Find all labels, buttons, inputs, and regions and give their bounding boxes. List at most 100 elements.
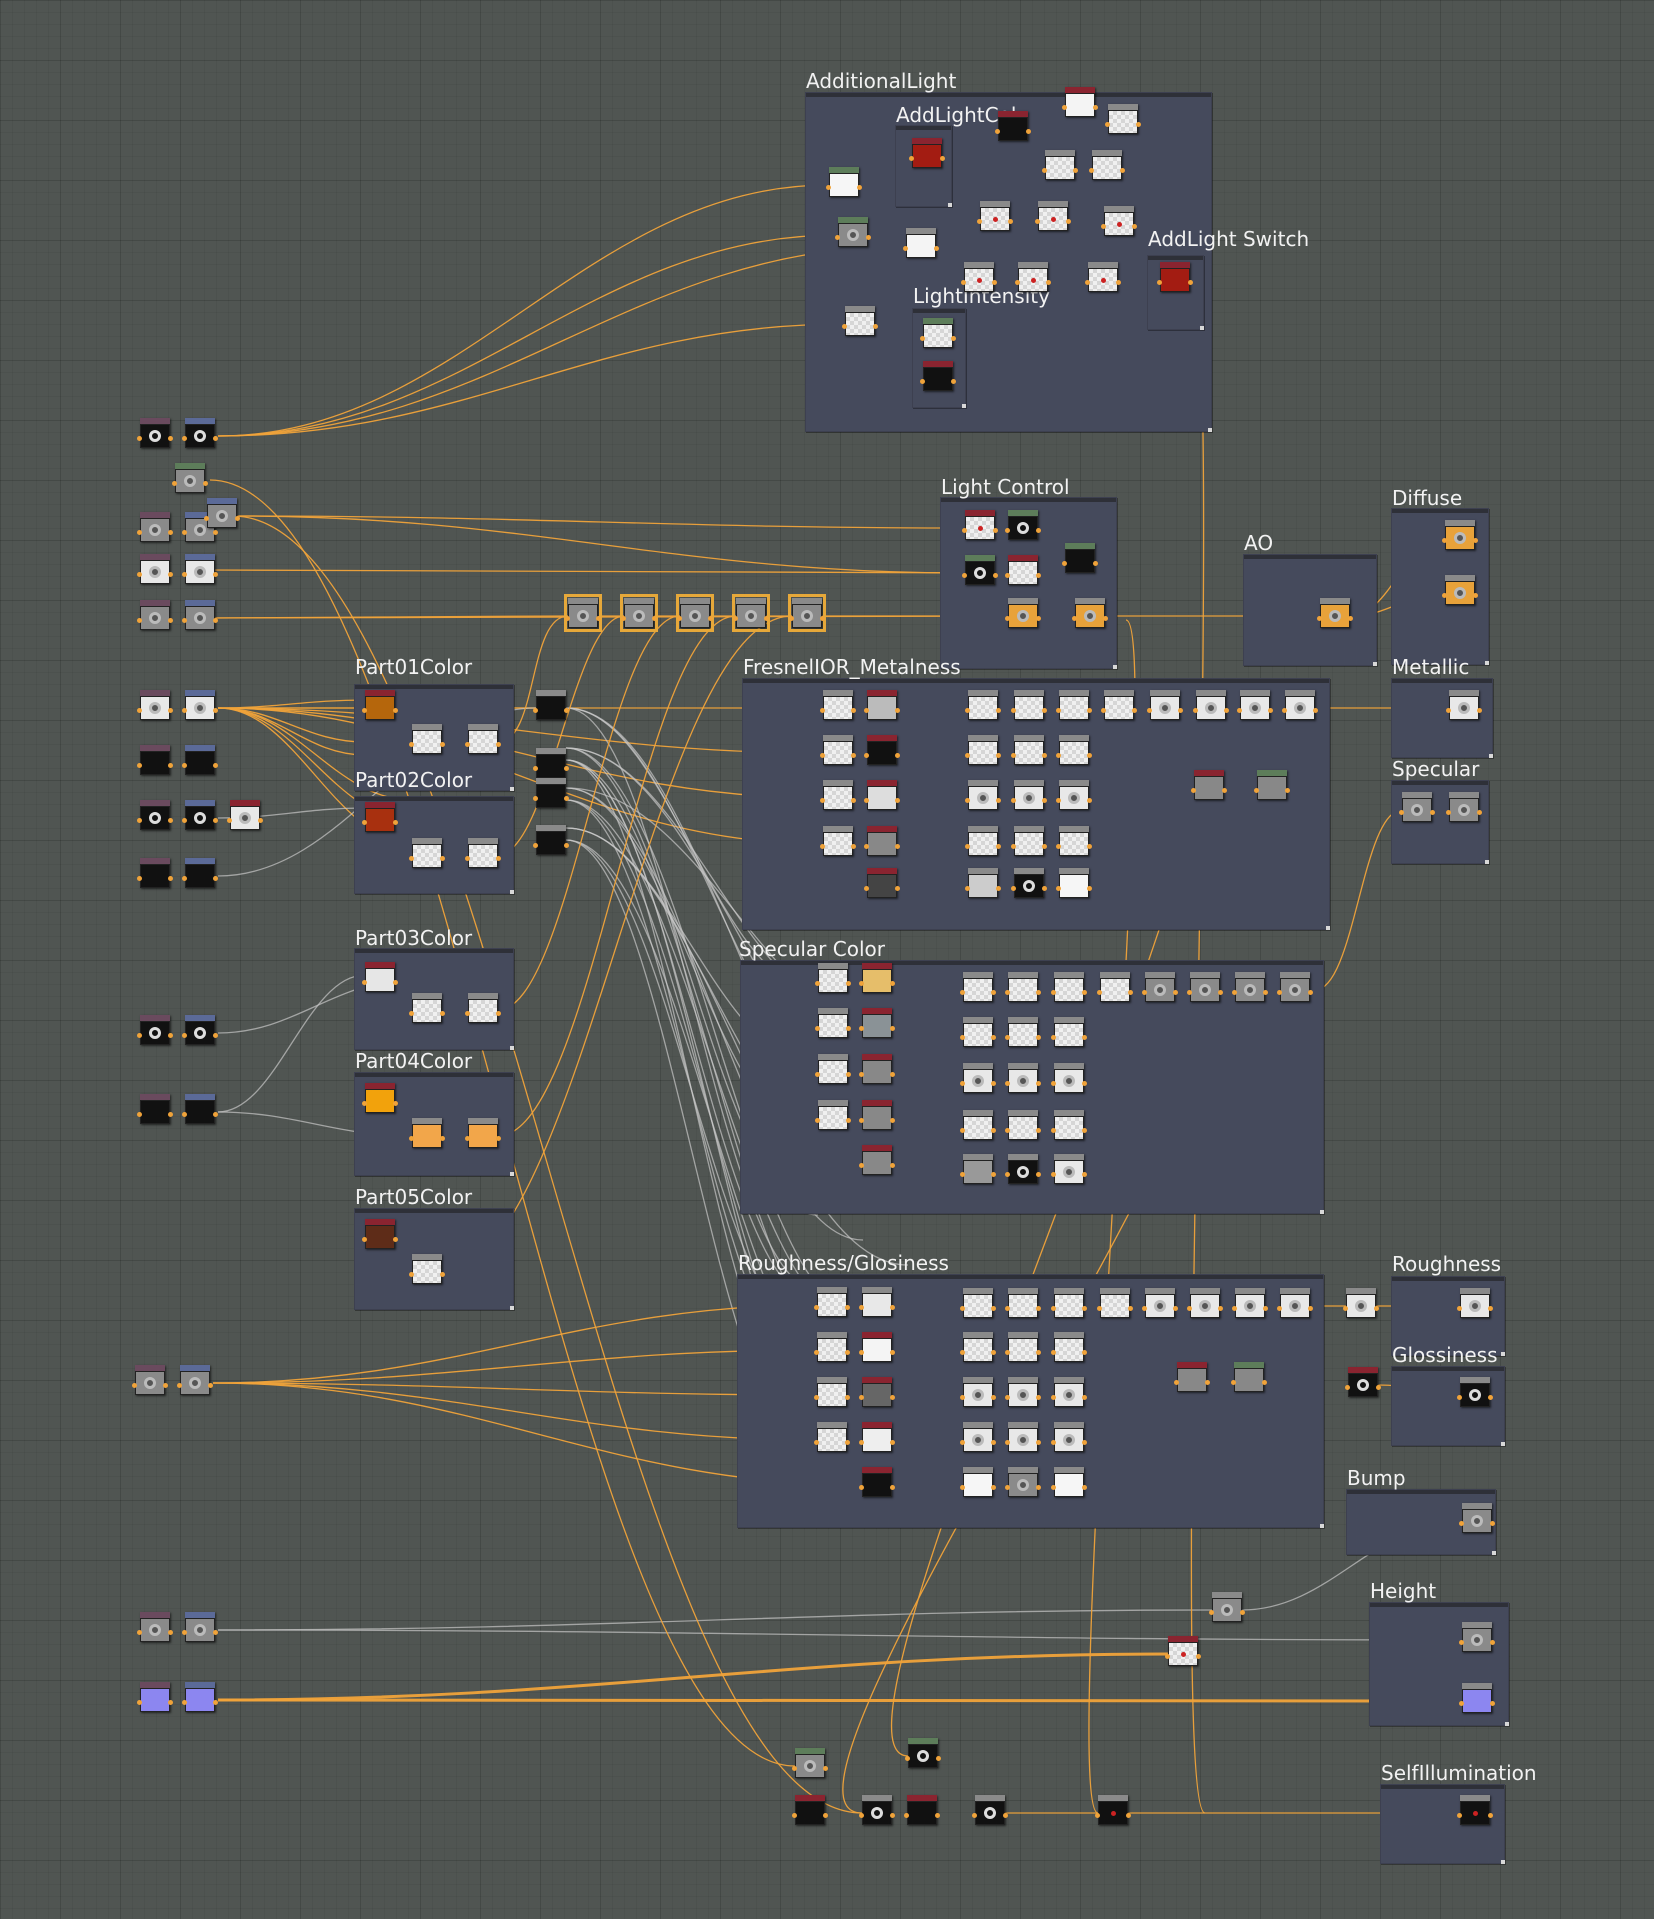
- output-port[interactable]: [213, 1630, 218, 1635]
- input-port[interactable]: [1231, 1380, 1236, 1385]
- graph-node[interactable]: [920, 361, 956, 391]
- input-port[interactable]: [1056, 798, 1061, 803]
- output-port[interactable]: [1240, 1610, 1245, 1615]
- output-port[interactable]: [1268, 708, 1273, 713]
- input-port[interactable]: [960, 1306, 965, 1311]
- input-port[interactable]: [815, 1072, 820, 1077]
- output-port[interactable]: [1087, 886, 1092, 891]
- output-port[interactable]: [1008, 219, 1013, 224]
- output-port[interactable]: [440, 1011, 445, 1016]
- output-port[interactable]: [1488, 1306, 1493, 1311]
- input-port[interactable]: [362, 1101, 367, 1106]
- input-port[interactable]: [1209, 1610, 1214, 1615]
- graph-node[interactable]: [1056, 868, 1092, 898]
- graph-node[interactable]: [864, 690, 900, 720]
- output-port[interactable]: [991, 1485, 996, 1490]
- input-port[interactable]: [960, 1350, 965, 1355]
- output-port[interactable]: [846, 1118, 851, 1123]
- output-port[interactable]: [1173, 990, 1178, 995]
- input-port[interactable]: [1191, 788, 1196, 793]
- graph-node[interactable]: [465, 724, 501, 754]
- graph-node[interactable]: [965, 735, 1001, 765]
- graph-node[interactable]: [533, 748, 569, 778]
- input-port[interactable]: [182, 818, 187, 823]
- output-port[interactable]: [1488, 1813, 1493, 1818]
- input-port[interactable]: [1011, 708, 1016, 713]
- graph-node[interactable]: [1446, 690, 1482, 720]
- input-port[interactable]: [1051, 1485, 1056, 1490]
- input-port[interactable]: [1237, 708, 1242, 713]
- output-port[interactable]: [951, 336, 956, 341]
- graph-node[interactable]: [182, 800, 218, 830]
- output-port[interactable]: [168, 1112, 173, 1117]
- graph-node[interactable]: [137, 1015, 173, 1045]
- frame-ao[interactable]: [1243, 554, 1377, 666]
- graph-node[interactable]: [1317, 598, 1353, 628]
- output-port[interactable]: [1046, 280, 1051, 285]
- graph-node[interactable]: [903, 228, 939, 258]
- graph-node[interactable]: [859, 963, 895, 993]
- input-port[interactable]: [1085, 280, 1090, 285]
- input-port[interactable]: [1062, 561, 1067, 566]
- input-port[interactable]: [920, 336, 925, 341]
- graph-node[interactable]: [182, 1094, 218, 1124]
- output-port[interactable]: [991, 1128, 996, 1133]
- input-port[interactable]: [1005, 1035, 1010, 1040]
- graph-node[interactable]: [137, 745, 173, 775]
- output-port[interactable]: [845, 1440, 850, 1445]
- input-port[interactable]: [1277, 990, 1282, 995]
- input-port[interactable]: [182, 572, 187, 577]
- input-port[interactable]: [960, 1440, 965, 1445]
- output-port[interactable]: [991, 990, 996, 995]
- input-port[interactable]: [1051, 1440, 1056, 1445]
- input-port[interactable]: [1051, 1350, 1056, 1355]
- input-port[interactable]: [1442, 593, 1447, 598]
- graph-node[interactable]: [815, 963, 851, 993]
- input-port[interactable]: [864, 798, 869, 803]
- output-port[interactable]: [213, 708, 218, 713]
- output-port[interactable]: [823, 1813, 828, 1818]
- input-port[interactable]: [1051, 1035, 1056, 1040]
- output-port[interactable]: [1082, 1128, 1087, 1133]
- frame-bump[interactable]: [1346, 1489, 1496, 1555]
- output-port[interactable]: [940, 156, 945, 161]
- input-port[interactable]: [533, 796, 538, 801]
- graph-node[interactable]: [960, 1467, 996, 1497]
- output-port[interactable]: [1126, 1813, 1131, 1818]
- output-port[interactable]: [213, 572, 218, 577]
- output-port[interactable]: [873, 324, 878, 329]
- graph-node[interactable]: [965, 690, 1001, 720]
- graph-node[interactable]: [732, 594, 770, 632]
- input-port[interactable]: [182, 1033, 187, 1038]
- input-port[interactable]: [182, 1112, 187, 1117]
- graph-node[interactable]: [182, 1682, 218, 1712]
- graph-node[interactable]: [1005, 1063, 1041, 1093]
- graph-node[interactable]: [859, 1054, 895, 1084]
- graph-node[interactable]: [409, 993, 445, 1023]
- output-port[interactable]: [1490, 1521, 1495, 1526]
- output-port[interactable]: [213, 876, 218, 881]
- output-port[interactable]: [996, 708, 1001, 713]
- graph-node[interactable]: [1237, 690, 1273, 720]
- output-port[interactable]: [1082, 1035, 1087, 1040]
- graph-node[interactable]: [362, 1219, 398, 1249]
- input-port[interactable]: [137, 763, 142, 768]
- graph-node[interactable]: [960, 1377, 996, 1407]
- output-port[interactable]: [440, 1272, 445, 1277]
- input-port[interactable]: [1005, 1440, 1010, 1445]
- output-port[interactable]: [496, 856, 501, 861]
- graph-node[interactable]: [1095, 1795, 1131, 1825]
- output-port[interactable]: [652, 616, 657, 621]
- output-port[interactable]: [1087, 753, 1092, 758]
- graph-node[interactable]: [962, 555, 998, 585]
- input-port[interactable]: [1187, 1306, 1192, 1311]
- graph-node[interactable]: [1187, 1288, 1223, 1318]
- graph-node[interactable]: [1277, 1288, 1313, 1318]
- output-port[interactable]: [440, 1136, 445, 1141]
- graph-node[interactable]: [1345, 1367, 1381, 1397]
- input-port[interactable]: [1005, 1081, 1010, 1086]
- output-port[interactable]: [890, 1163, 895, 1168]
- graph-node[interactable]: [1051, 1422, 1087, 1452]
- output-port[interactable]: [393, 1237, 398, 1242]
- output-port[interactable]: [1036, 616, 1041, 621]
